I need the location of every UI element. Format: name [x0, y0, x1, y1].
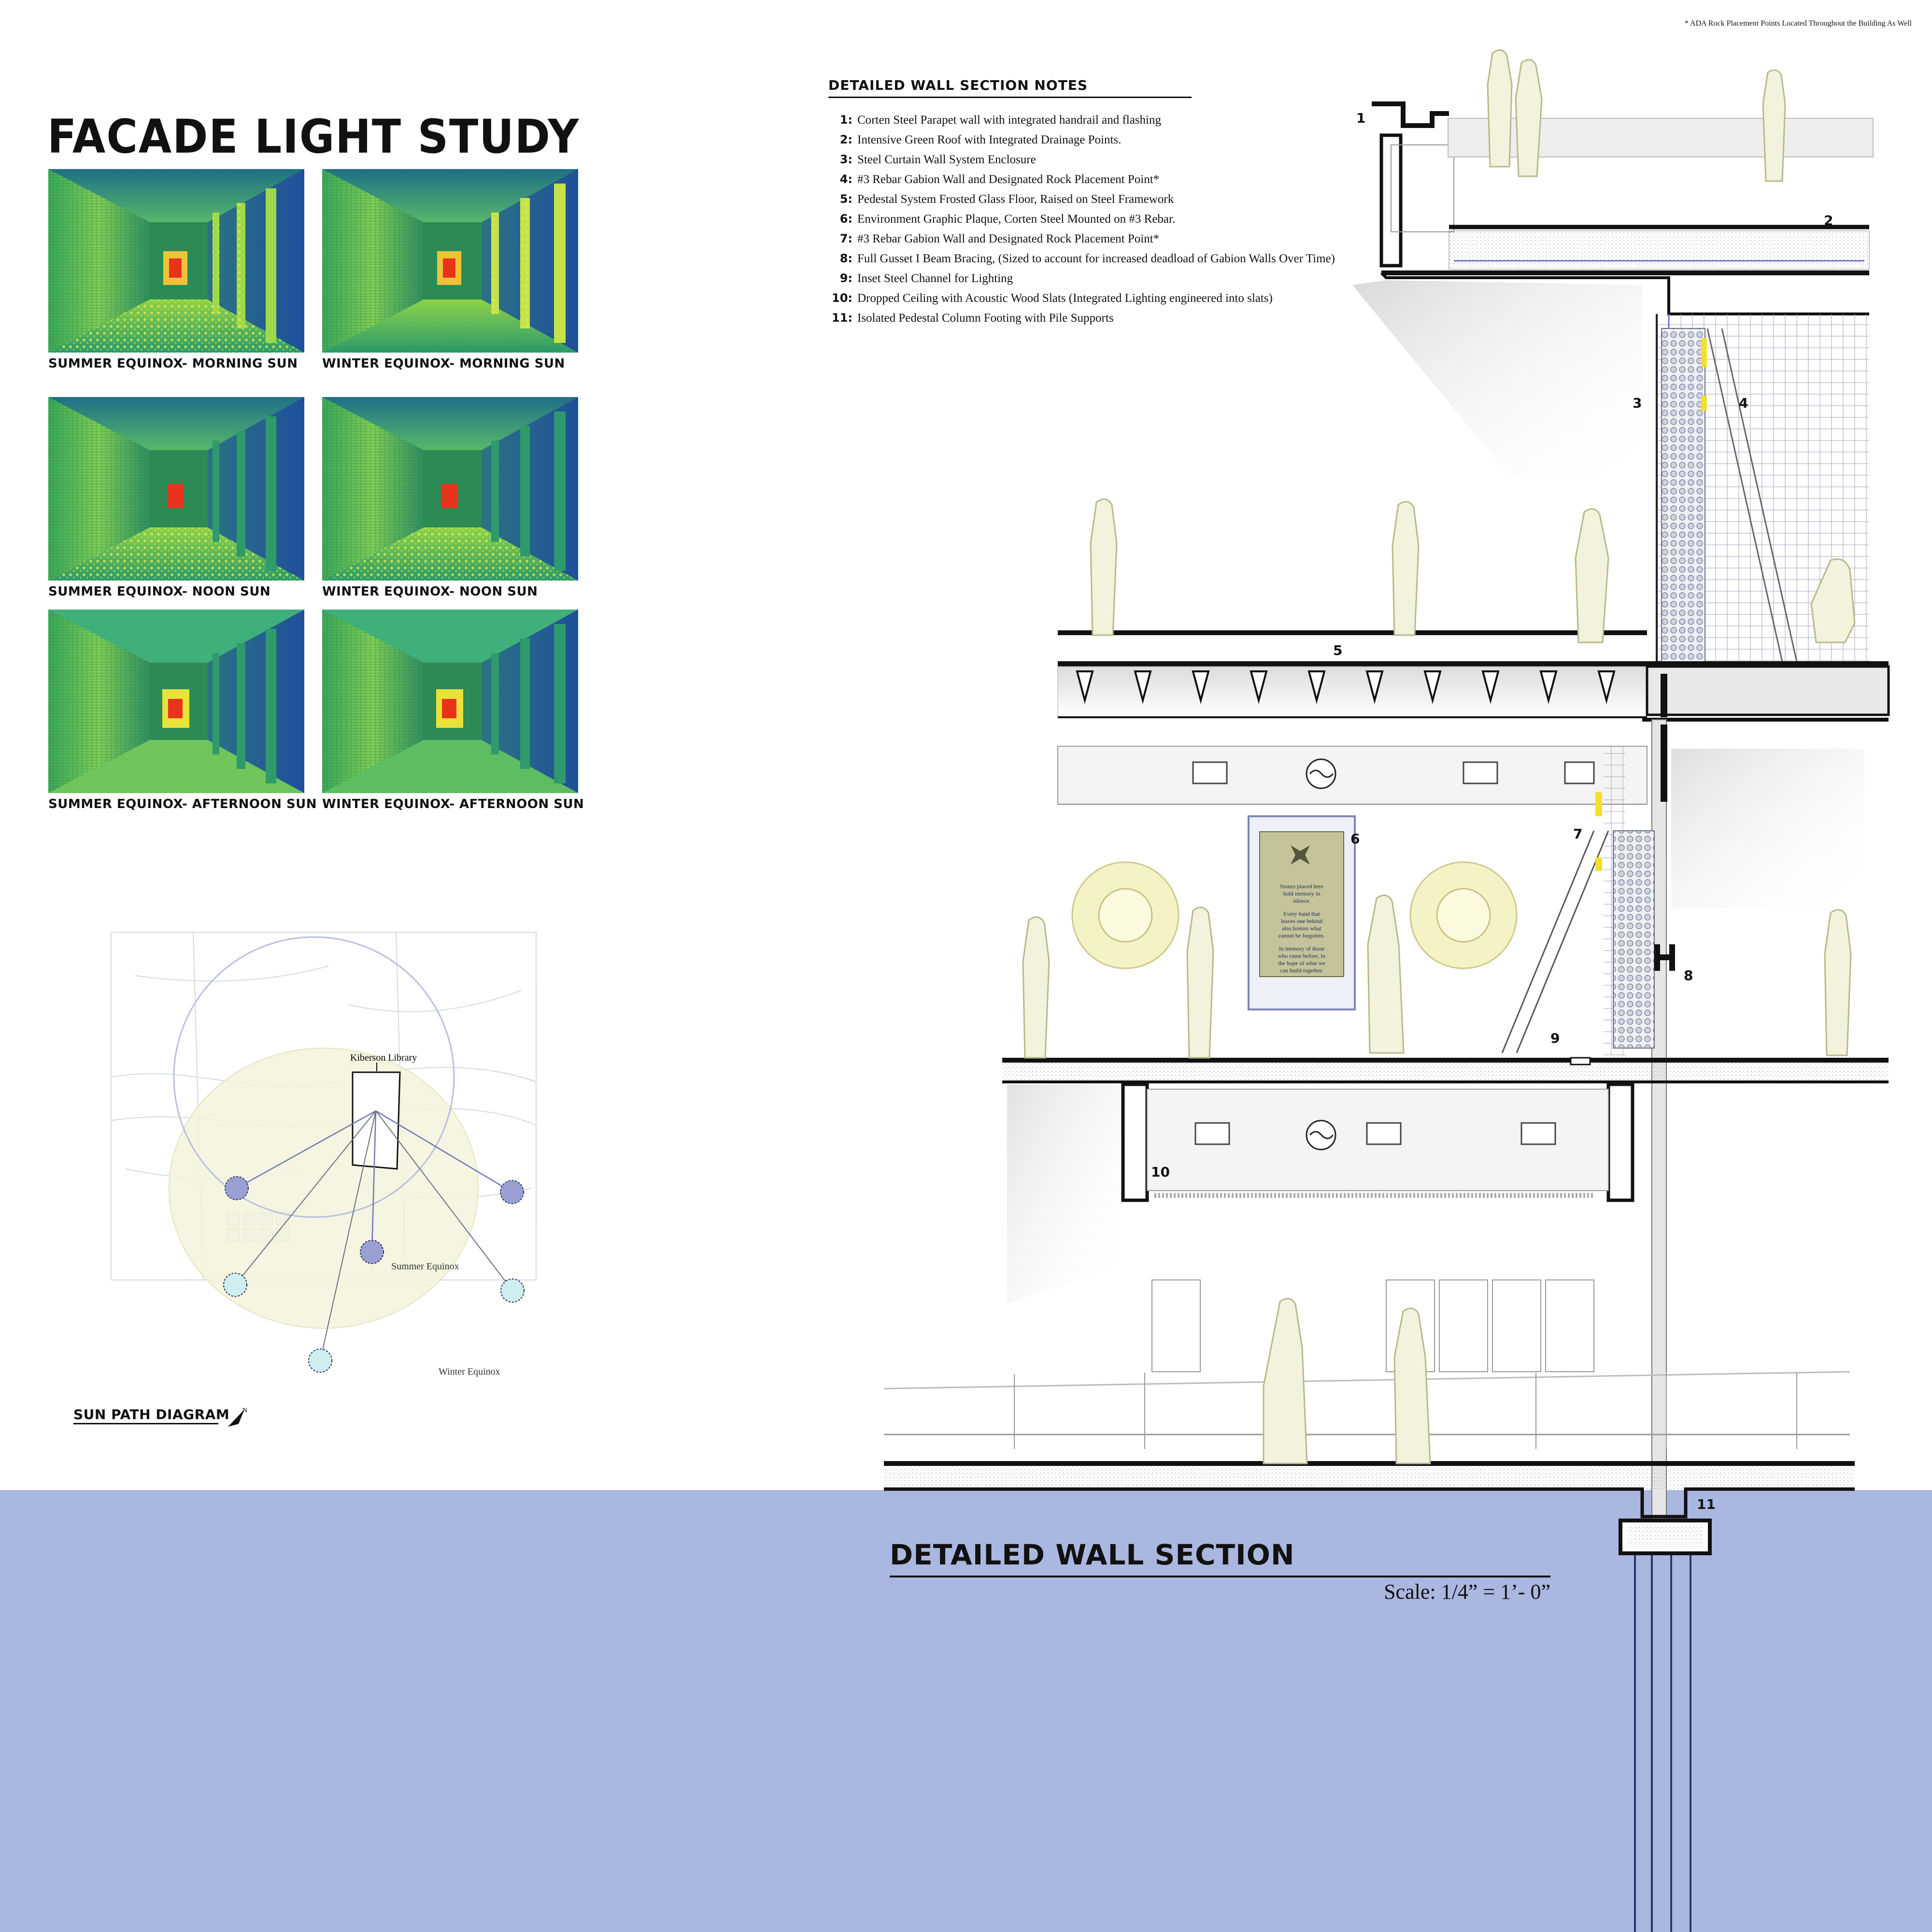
note-item: 3:Steel Curtain Wall System Enclosure: [839, 153, 1036, 166]
note-item: 9:Inset Steel Channel for Lighting: [839, 271, 1013, 285]
notes-title: DETAILED WALL SECTION NOTES: [828, 77, 1088, 93]
wall-section-drawing: [883, 49, 1890, 1932]
notes-list: 1:Corten Steel Parapet wall with integra…: [828, 110, 1360, 328]
building-label: Kiberson Library: [350, 1052, 417, 1063]
note-item: 8:Full Gusset I Beam Bracing, (Sized to …: [839, 252, 1335, 265]
light-panel-summer-afternoon: [48, 610, 304, 793]
light-panel-summer-morning: [48, 169, 304, 353]
callout-3: 3: [1633, 395, 1642, 411]
light-panel-winter-afternoon: [322, 610, 578, 793]
light-panel-winter-morning: [322, 169, 578, 353]
wall-section-title: DETAILED WALL SECTION: [890, 1538, 1295, 1571]
callout-1: 1: [1356, 110, 1366, 126]
caption-winter-morning: WINTER EQUINOX- MORNING SUN: [322, 356, 565, 371]
sun-path-title: SUN PATH DIAGRAM: [73, 1406, 230, 1422]
callout-2: 2: [1824, 213, 1833, 228]
callout-11: 11: [1697, 1496, 1716, 1512]
note-item: 11:Isolated Pedestal Column Footing with…: [832, 311, 1114, 325]
svg-text:N: N: [242, 1407, 247, 1414]
north-arrow-icon: N: [228, 1407, 247, 1427]
caption-summer-morning: SUMMER EQUINOX- MORNING SUN: [48, 356, 298, 371]
caption-winter-afternoon: WINTER EQUINOX- AFTERNOON SUN: [322, 797, 584, 811]
note-item: 7:#3 Rebar Gabion Wall and Designated Ro…: [839, 232, 1160, 245]
callout-6: 6: [1350, 831, 1360, 847]
note-item: 5:Pedestal System Frosted Glass Floor, R…: [839, 192, 1174, 206]
note-item: 10:Dropped Ceiling with Acoustic Wood Sl…: [832, 291, 1273, 305]
note-item: 2:Intensive Green Roof with Integrated D…: [839, 133, 1122, 146]
callout-4: 4: [1739, 395, 1748, 411]
callout-10: 10: [1151, 1164, 1170, 1180]
callout-9: 9: [1550, 1030, 1560, 1046]
water-body: [0, 1490, 1932, 1932]
wall-section-rule: [890, 1576, 1550, 1577]
winter-equinox-label: Winter Equinox: [439, 1366, 500, 1377]
light-panel-winter-noon: [322, 397, 578, 581]
callout-8: 8: [1684, 967, 1693, 983]
notes-rule: [828, 97, 1192, 98]
callout-5: 5: [1333, 642, 1343, 658]
callout-7: 7: [1573, 826, 1583, 842]
scale-label: Scale: 1/4” = 1’- 0”: [1384, 1580, 1550, 1604]
ada-footnote: * ADA Rock Placement Points Located Thro…: [1684, 19, 1912, 28]
caption-winter-noon: WINTER EQUINOX- NOON SUN: [322, 584, 538, 599]
caption-summer-noon: SUMMER EQUINOX- NOON SUN: [48, 584, 271, 599]
caption-summer-afternoon: SUMMER EQUINOX- AFTERNOON SUN: [48, 797, 317, 811]
summer-equinox-label: Summer Equinox: [391, 1261, 459, 1272]
note-item: 6:Environment Graphic Plaque, Corten Ste…: [839, 212, 1176, 226]
sun-path-diagram: Kiberson Library Summer Equinox Winter E…: [111, 932, 537, 1377]
note-item: 4:#3 Rebar Gabion Wall and Designated Ro…: [839, 172, 1160, 186]
sun-path-rule: [73, 1423, 218, 1424]
note-item: 1:Corten Steel Parapet wall with integra…: [839, 113, 1161, 127]
light-panel-summer-noon: [48, 397, 304, 581]
light-study-title: FACADE LIGHT STUDY: [47, 110, 580, 164]
